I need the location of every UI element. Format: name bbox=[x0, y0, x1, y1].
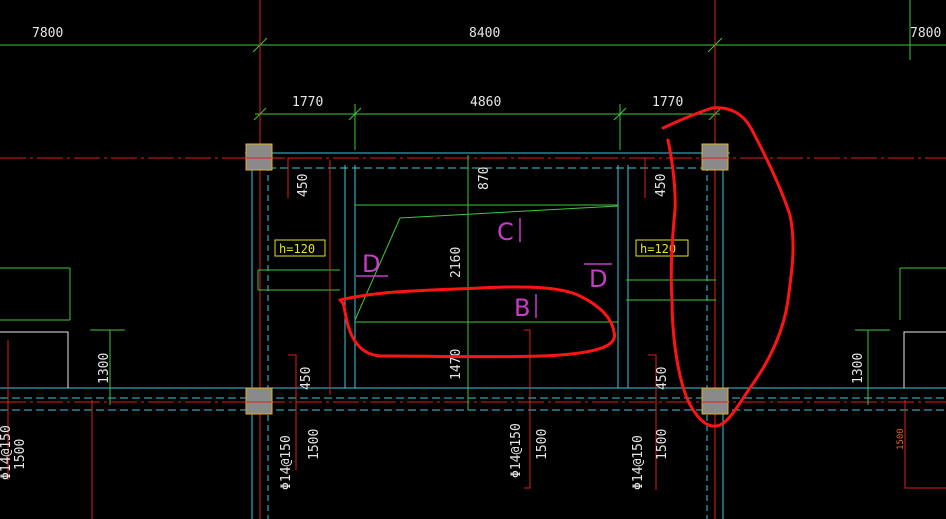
dim-7800-right: 7800 bbox=[910, 26, 941, 41]
dim-450-bottom-left: 450 bbox=[299, 367, 314, 390]
slab-label-right: h=120 bbox=[640, 242, 676, 256]
slab-box-left bbox=[274, 239, 326, 257]
section-mark-d-right: D bbox=[589, 265, 607, 293]
column-bottom-left bbox=[245, 387, 273, 415]
dim-1500-small: 1500 bbox=[896, 428, 906, 450]
rebar-label-left: Φ14@150 bbox=[279, 435, 294, 490]
dim-1500-right: 1500 bbox=[655, 429, 670, 460]
dim-1500-far-left: 1500 bbox=[13, 439, 28, 470]
column-top-left bbox=[245, 143, 273, 171]
section-mark-b: B bbox=[514, 294, 530, 322]
rebar-label-right: Φ14@150 bbox=[631, 435, 646, 490]
dim-1500-left: 1500 bbox=[307, 429, 322, 460]
dim-1470: 1470 bbox=[449, 349, 464, 380]
markup-oval-right bbox=[661, 106, 795, 428]
rebar-markers bbox=[7, 157, 946, 519]
dim-1500-center: 1500 bbox=[535, 429, 550, 460]
beam-outlines bbox=[0, 152, 946, 519]
edge-openings bbox=[0, 331, 946, 388]
columns bbox=[245, 143, 729, 415]
dim-450-top-right: 450 bbox=[654, 174, 669, 197]
dim-1300-left: 1300 bbox=[97, 353, 112, 384]
column-bottom-right bbox=[701, 387, 729, 415]
section-mark-d-left: D bbox=[362, 250, 380, 278]
dim-870: 870 bbox=[477, 167, 492, 190]
dim-8400: 8400 bbox=[469, 26, 500, 41]
rebar-label-partial: Φ14@150 bbox=[0, 425, 14, 480]
dim-1300-right: 1300 bbox=[851, 353, 866, 384]
dim-4860: 4860 bbox=[470, 95, 501, 110]
dim-450-bottom-right: 450 bbox=[655, 367, 670, 390]
section-mark-c: C bbox=[497, 218, 514, 246]
dim-450-top-left: 450 bbox=[296, 174, 311, 197]
dim-2160: 2160 bbox=[449, 247, 464, 278]
rebar-label-center: Φ14@150 bbox=[509, 423, 524, 478]
slab-label-left: h=120 bbox=[279, 242, 315, 256]
dim-7800-left: 7800 bbox=[32, 26, 63, 41]
column-top-right bbox=[701, 143, 729, 171]
slab-box-right bbox=[635, 239, 689, 257]
markup-circle-center bbox=[338, 285, 617, 359]
dim-1770-left: 1770 bbox=[292, 95, 323, 110]
dim-1770-right: 1770 bbox=[652, 95, 683, 110]
